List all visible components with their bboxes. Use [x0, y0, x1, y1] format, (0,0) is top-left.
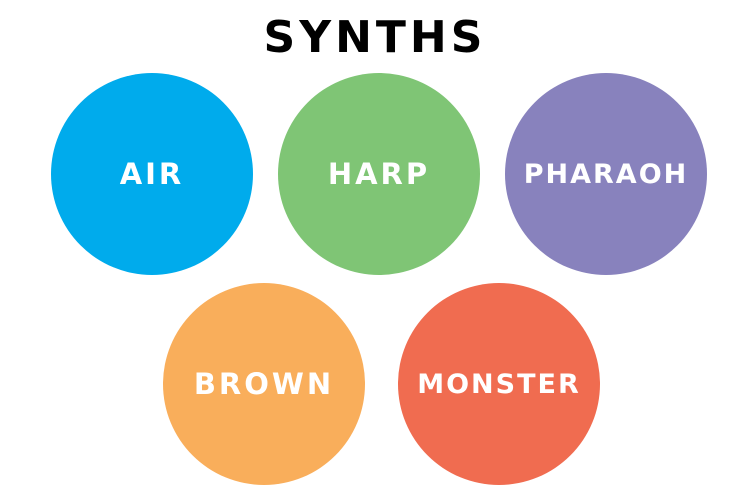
circle-brown: BROWN: [163, 283, 365, 485]
page-title: SYNTHS: [263, 12, 487, 63]
circle-pharaoh: PHARAOH: [505, 73, 707, 275]
circle-label-brown: BROWN: [193, 367, 335, 401]
circle-label-monster: MONSTER: [417, 368, 581, 400]
circle-air: AIR: [51, 73, 253, 275]
circle-harp: HARP: [278, 73, 480, 275]
circle-monster: MONSTER: [398, 283, 600, 485]
circle-label-harp: HARP: [327, 157, 431, 191]
circle-label-air: AIR: [119, 157, 185, 191]
circle-label-pharaoh: PHARAOH: [523, 158, 689, 190]
